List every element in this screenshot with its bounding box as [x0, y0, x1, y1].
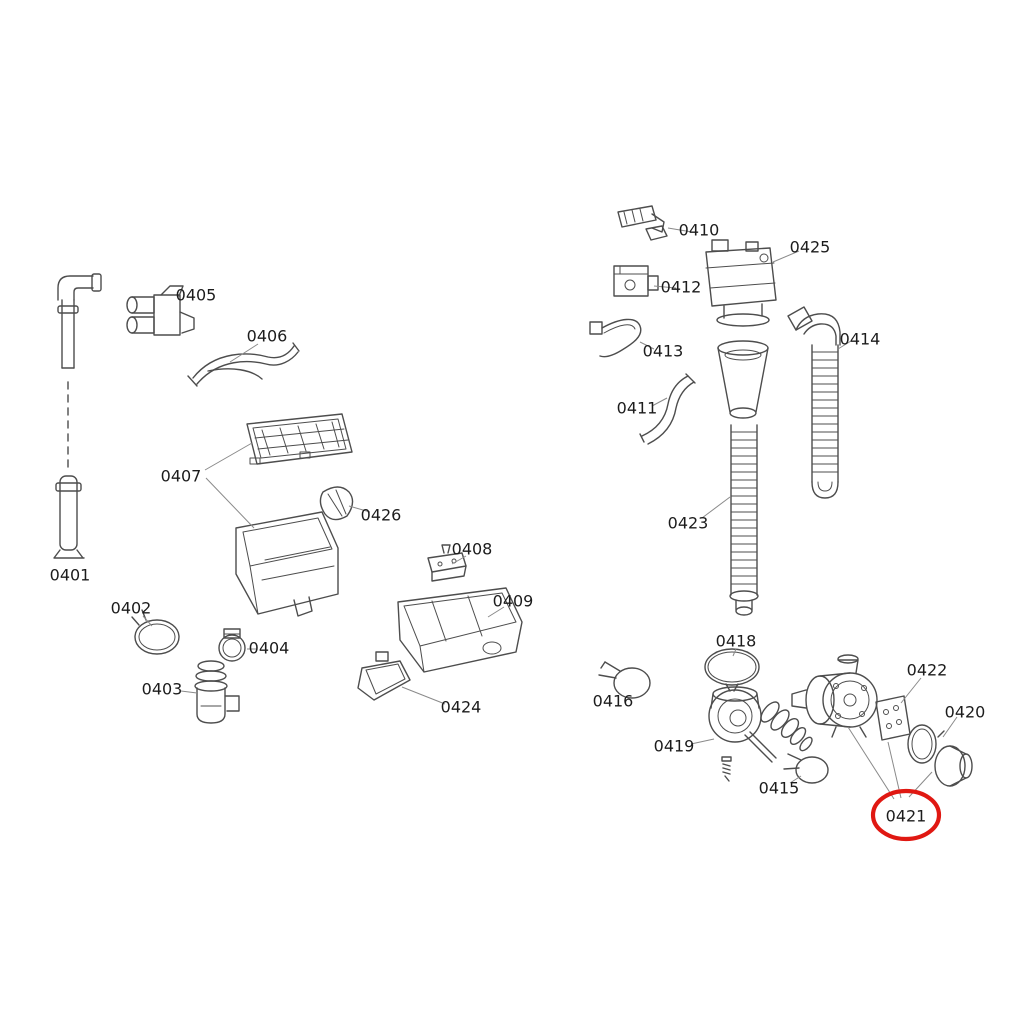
part-label-0404: 0404 [249, 639, 290, 658]
highlight-circle-0421 [870, 788, 942, 842]
part-labels: 0401 0402 0403 0404 0405 0406 0407 0408 … [50, 221, 986, 826]
part-label-0402: 0402 [111, 599, 152, 618]
part-label-0421: 0421 [886, 807, 927, 826]
part-0425-drawing [705, 239, 777, 419]
part-label-0423: 0423 [668, 514, 709, 533]
part-label-0406: 0406 [247, 327, 288, 346]
part-0419-drawing [708, 686, 813, 782]
part-0406-drawing [187, 342, 300, 387]
part-label-0401: 0401 [50, 566, 91, 585]
part-0412-drawing [613, 265, 659, 297]
part-label-0415: 0415 [759, 779, 800, 798]
part-label-0426: 0426 [361, 506, 402, 525]
part-label-0405: 0405 [176, 286, 217, 305]
part-0403-drawing [194, 660, 240, 724]
part-0401-drawing [53, 273, 102, 559]
part-0422-drawing [875, 695, 911, 741]
part-0402-drawing [131, 609, 180, 655]
part-0423-drawing [729, 424, 759, 616]
part-0415-drawing [783, 753, 829, 784]
part-0408-drawing [427, 544, 467, 582]
part-label-0425: 0425 [790, 238, 831, 257]
part-0418-drawing [704, 648, 760, 692]
part-label-0424: 0424 [441, 698, 482, 717]
part-label-0411: 0411 [617, 399, 658, 418]
part-label-0419: 0419 [654, 737, 695, 756]
part-label-0412: 0412 [661, 278, 702, 297]
part-label-0416: 0416 [593, 692, 634, 711]
part-0404-drawing [218, 628, 246, 662]
part-0414-drawing [787, 306, 841, 499]
dispenser-housing-drawing [235, 511, 339, 617]
part-0411-drawing [639, 373, 696, 445]
part-0409-drawing [397, 587, 523, 673]
part-0410-drawing [617, 205, 668, 241]
part-label-0410: 0410 [679, 221, 720, 240]
part-label-0407: 0407 [161, 467, 202, 486]
drain-pump-drawing [791, 654, 878, 738]
part-label-0413: 0413 [643, 342, 684, 361]
part-label-0409: 0409 [493, 592, 534, 611]
part-0413-drawing [589, 318, 642, 358]
part-0420-drawing [907, 724, 973, 787]
part-0416-drawing [598, 661, 651, 699]
part-0426-drawing [319, 486, 354, 521]
part-label-0403: 0403 [142, 680, 183, 699]
part-label-0420: 0420 [945, 703, 986, 722]
part-0424-drawing [357, 651, 411, 701]
part-label-0414: 0414 [840, 330, 881, 349]
part-label-0408: 0408 [452, 540, 493, 559]
part-label-0422: 0422 [907, 661, 948, 680]
part-0407-drawing [246, 413, 353, 465]
part-0405-drawing [126, 285, 195, 336]
leader-lines [142, 227, 958, 800]
part-label-0418: 0418 [716, 632, 757, 651]
